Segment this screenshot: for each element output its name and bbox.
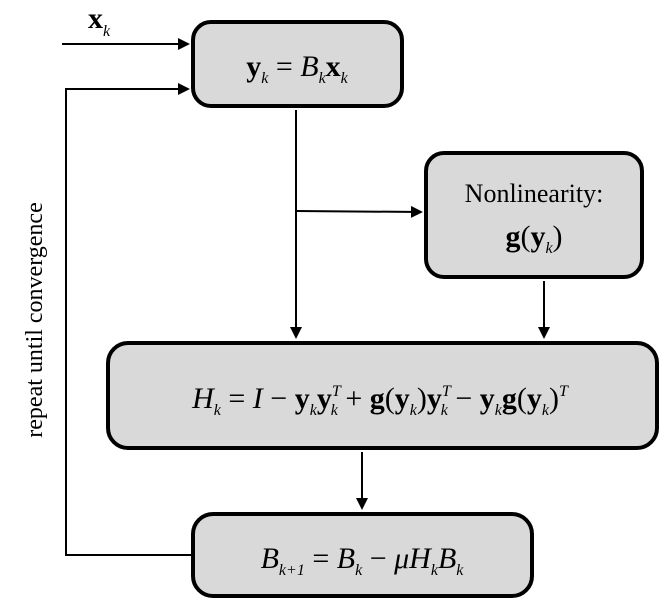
box-y-equals-Bx-formula: yk = Bkxk (246, 50, 348, 87)
B-update-formula: Bk+1 = Bk − μHkBk (261, 542, 465, 579)
feedback-loop-line (65, 83, 193, 556)
box-y-equals-Bx (191, 20, 404, 108)
box-H-update (106, 341, 659, 450)
box-nonlinearity (424, 151, 644, 279)
nonlinearity-title: Nonlinearity: (465, 179, 604, 208)
nonlinearity-formula: g(yk) (505, 220, 562, 257)
branch-to-nonlinearity-arrow (295, 205, 423, 218)
input-label: xk (88, 2, 111, 40)
repeat-label: repeat until convergence (22, 202, 48, 437)
box-B-update (191, 512, 534, 598)
